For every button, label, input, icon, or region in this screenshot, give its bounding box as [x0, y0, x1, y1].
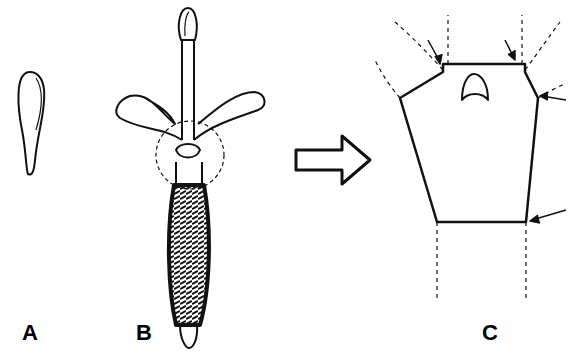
- column-tip: [180, 325, 197, 348]
- panel-letter: B: [136, 322, 152, 344]
- hairy-column: [169, 185, 209, 325]
- bract-fold: [36, 78, 41, 130]
- panel-letter: C: [482, 322, 498, 344]
- bract-outline: [18, 72, 44, 174]
- anther: [179, 8, 197, 40]
- left-wing: [116, 95, 182, 140]
- dashed-neighbours: [375, 15, 564, 300]
- leader-arrows: [428, 40, 566, 223]
- stalk: [182, 40, 194, 140]
- zoom-circle: [156, 121, 224, 189]
- joint-detail: [400, 64, 538, 222]
- zoom-arrow: [296, 136, 370, 184]
- panel-letter: A: [22, 322, 38, 344]
- right-wing: [194, 92, 264, 140]
- joint-inner-arch: [462, 74, 488, 100]
- center-joint: [176, 144, 200, 158]
